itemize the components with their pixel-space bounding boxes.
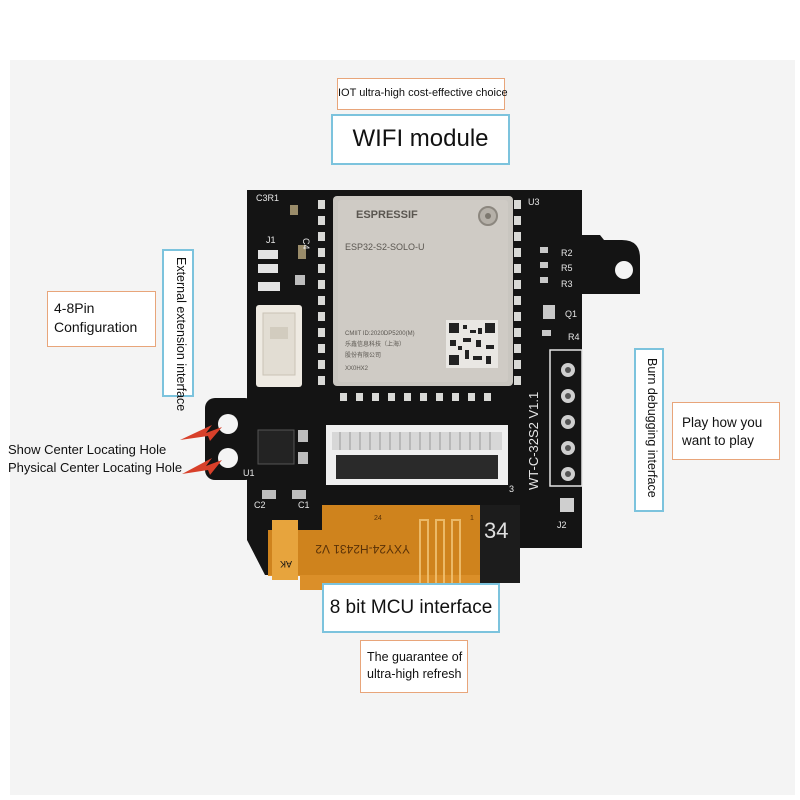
arrow-top bbox=[180, 425, 222, 441]
silk-q1: Q1 bbox=[565, 309, 577, 319]
flex-pin-1: 1 bbox=[470, 515, 474, 522]
flex-mark: AK bbox=[280, 559, 292, 569]
pin-config-line1: 4-8Pin bbox=[54, 300, 95, 316]
locating-hole-arrows bbox=[180, 425, 222, 475]
refresh-line2: ultra-high refresh bbox=[367, 667, 462, 681]
debug-header bbox=[549, 349, 583, 512]
silk-u1: U1 bbox=[243, 468, 255, 478]
silk-big-number: 34 bbox=[484, 518, 508, 543]
play-callout: Play how you want to play bbox=[672, 402, 780, 460]
iot-tagline-text: IOT ultra-high cost-effective choice bbox=[338, 87, 508, 99]
burn-debugging-callout: Burn debugging interface bbox=[634, 348, 664, 512]
pin-config-callout: 4-8Pin Configuration bbox=[47, 291, 156, 347]
module-model: ESP32-S2-SOLO-U bbox=[345, 242, 425, 252]
locating-hole-top bbox=[218, 414, 238, 434]
board-name: WT-C-32S2 V1.1 bbox=[526, 392, 541, 490]
wifi-module-callout: WIFI module bbox=[331, 114, 510, 165]
show-center-hole-text: Show Center Locating Hole bbox=[8, 442, 167, 457]
external-extension-callout: External extension interface bbox=[162, 249, 194, 411]
module-code: XX0HX2 bbox=[345, 366, 369, 372]
external-extension-text: External extension interface bbox=[174, 257, 188, 412]
silk-c4: C4 bbox=[301, 238, 311, 250]
arrow-bottom bbox=[182, 458, 222, 475]
wifi-module-title: WIFI module bbox=[352, 125, 489, 152]
module-maker: 乐鑫信息科技（上海） bbox=[345, 340, 405, 348]
mcu-interface-callout: 8 bit MCU interface bbox=[322, 583, 500, 633]
burn-debugging-text: Burn debugging interface bbox=[645, 358, 659, 498]
silk-j1: J1 bbox=[266, 235, 276, 245]
refresh-line1: The guarantee of bbox=[367, 650, 463, 664]
flex-label: YXY24-H2431 V2 bbox=[315, 542, 410, 556]
silk-c3r1: C3R1 bbox=[256, 193, 279, 203]
silk-j3: 3 bbox=[509, 484, 514, 494]
silk-u3: U3 bbox=[528, 197, 540, 207]
module-cert: CMIIT ID:2020DP5200(M) bbox=[345, 331, 415, 337]
play-line2: want to play bbox=[682, 433, 755, 448]
refresh-callout: The guarantee of ultra-high refresh bbox=[360, 640, 468, 693]
module-brand: ESPRESSIF bbox=[356, 209, 418, 221]
locating-hole-bottom bbox=[218, 448, 238, 468]
physical-center-hole-text: Physical Center Locating Hole bbox=[8, 460, 183, 475]
silk-c2: C2 bbox=[254, 500, 266, 510]
pin-config-line2: Configuration bbox=[54, 319, 138, 335]
silk-r5: R5 bbox=[561, 263, 573, 273]
silk-c1: C1 bbox=[298, 500, 310, 510]
flex-pin-label: 24 bbox=[374, 515, 382, 522]
module-maker-2: 股份有限公司 bbox=[345, 351, 381, 359]
silk-r4: R4 bbox=[568, 332, 580, 342]
iot-tagline-callout: IOT ultra-high cost-effective choice bbox=[337, 78, 508, 110]
show-center-hole-label: Show Center Locating Hole bbox=[8, 442, 166, 457]
qr-code bbox=[446, 320, 498, 368]
play-line1: Play how you bbox=[682, 415, 763, 430]
physical-center-hole-label: Physical Center Locating Hole bbox=[8, 460, 182, 475]
silk-r3: R3 bbox=[561, 279, 573, 289]
mcu-interface-title: 8 bit MCU interface bbox=[329, 597, 493, 618]
silk-r2: R2 bbox=[561, 248, 573, 258]
silk-j2: J2 bbox=[557, 520, 567, 530]
regulator-u1 bbox=[257, 429, 295, 465]
